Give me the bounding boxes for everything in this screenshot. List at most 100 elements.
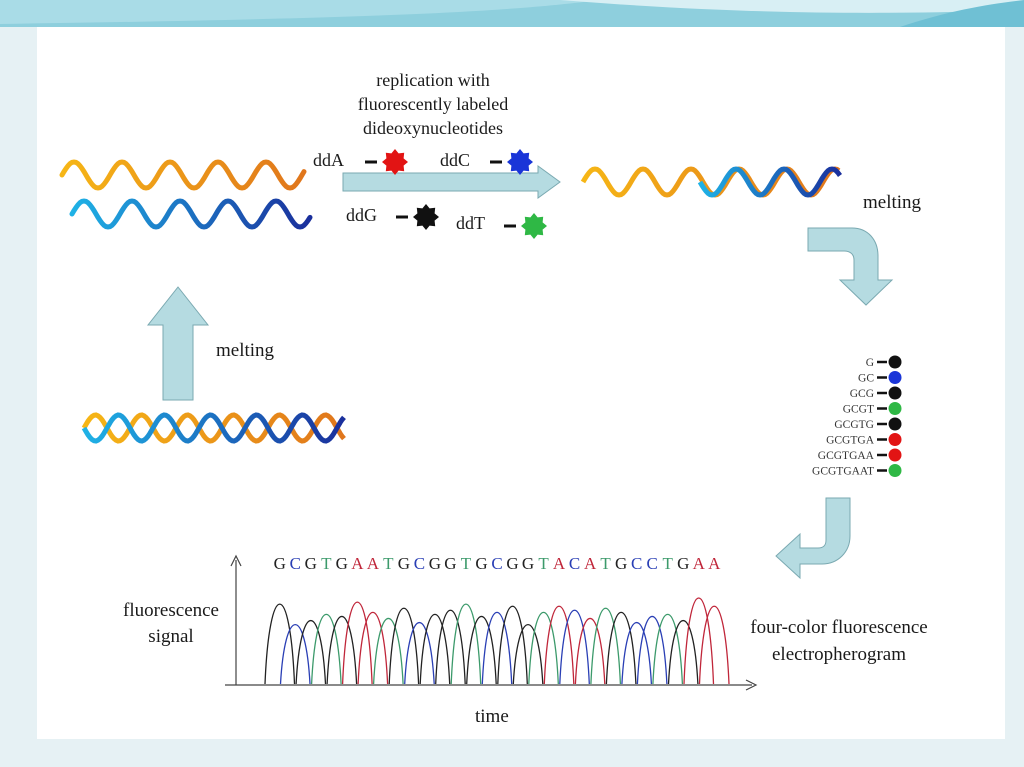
x-axis-arrowhead [745,679,758,691]
electropherogram-peak [605,612,637,685]
electropherogram-peak [450,603,482,685]
replication-label: replication with fluorescently labeled d… [323,68,543,140]
sequence-base: A [351,554,364,573]
sequence-base: G [677,554,689,573]
electropherogram-label: four-color fluorescence electropherogram [714,614,964,668]
fragment-sequence: GCGTGAA [818,450,875,462]
dna-double-helix-right [580,166,843,198]
fragment-sequence: GC [858,373,874,385]
electropherogram-peak [419,614,451,685]
sequence-base: T [538,554,549,573]
electropherogram-peak [341,601,373,685]
fragment-sequence: GCG [850,388,874,400]
sequence-base: G [336,554,348,573]
sequence-base: A [708,554,721,573]
sequence-base: C [569,554,580,573]
nucleotide-label-dda: ddA [313,150,344,170]
melting-label-left: melting [216,340,275,361]
sequence-base: T [321,554,332,573]
electropherogram-peak [667,619,699,685]
sequence-base: G [475,554,487,573]
sequence-base: G [615,554,627,573]
sequence-base: A [553,554,566,573]
fragment-sequence: GCGTG [834,419,874,431]
fragment-label-dot [888,371,902,384]
fluorescent-label-ddg [413,204,439,230]
electropherogram-peak [435,609,466,685]
electropherogram-peak [357,612,389,685]
electropherogram-peak [698,605,730,685]
electropherogram-peak [326,616,358,685]
electropherogram-peak [497,605,528,685]
fragment-label-dot [888,433,902,446]
melting-up-arrow [146,286,210,401]
sequence-base: A [367,554,380,573]
electropherogram-peak [528,612,559,685]
sequence-base: G [305,554,317,573]
fluorescent-label-ddc [507,149,533,175]
fragment-sequence: GCGTGAAT [812,466,874,478]
electropherogram-peak [543,605,575,685]
electropherogram-peak [590,607,622,685]
sequence-base: C [491,554,502,573]
slide-canvas [37,27,1005,739]
sequence-base: G [429,554,441,573]
replication-arrow [342,165,561,199]
fragment-label-dot [888,402,902,415]
nucleotide-label-ddg: ddG [346,205,377,225]
dna-double-helix-left [81,412,346,444]
sequence-base: G [506,554,518,573]
sequence-base: G [274,554,286,573]
sequence-base: C [647,554,658,573]
replication-label-line-1: replication with [376,70,490,90]
fragment-label-dot [888,386,902,400]
electropherogram-peak [481,612,513,685]
sequence-base: C [414,554,425,573]
sequence-base: A [693,554,706,573]
electropherogram-peak [466,616,497,685]
fragment-label-dot [888,355,902,369]
melting-curved-arrow-top [807,227,894,306]
fluorescence-signal-label: fluorescence signal [96,598,246,650]
fragment-label-dot [888,417,902,431]
curved-arrow-to-electropherogram [775,497,851,580]
melting-label-right: melting [863,192,922,213]
y-label-line-1: fluorescence [123,600,219,621]
sequence-base: G [398,554,410,573]
electropherogram-peak [512,623,544,685]
nucleotide-label-ddc: ddC [440,150,471,170]
nucleotide-label-ddt: ddT [456,213,485,233]
sequence-base: T [461,554,472,573]
sequence-base: G [444,554,456,573]
fluorescent-label-ddt [521,213,547,239]
electropherogram-peak [279,623,311,685]
electropherogram-peak [388,607,420,685]
electropherogram-peak [636,616,668,685]
sequence-base: T [600,554,611,573]
dna-single-strand-blue [69,198,313,230]
fragment-sequence: G [866,357,874,369]
sequence-base: T [662,554,673,573]
electropherogram-peak [295,619,327,685]
replication-label-line-3: dideoxynucleotides [363,118,503,138]
fluorescent-label-dda [382,149,408,175]
sequence-base: T [383,554,394,573]
sequence-base: C [631,554,642,573]
fragment-sequence: GCGT [843,404,874,416]
y-axis-arrowhead [230,554,242,567]
time-label: time [475,706,509,727]
fragment-sequence: GCGTGA [826,435,875,447]
replication-label-line-2: fluorescently labeled [357,94,509,114]
dna-single-strand-orange [59,159,307,191]
electropherogram-peak [310,614,342,685]
fragment-label-dot [888,464,902,477]
electropherogram-peak [404,621,435,685]
electropherogram-peak [372,617,404,685]
electropherogram-peak [264,603,296,685]
sequence-base: A [584,554,597,573]
electropherogram-label-line-2: electropherogram [772,644,906,665]
fragment-label-dot [888,448,902,462]
electropherogram-peak [621,621,653,685]
slide-frame-decoration [0,0,1024,27]
